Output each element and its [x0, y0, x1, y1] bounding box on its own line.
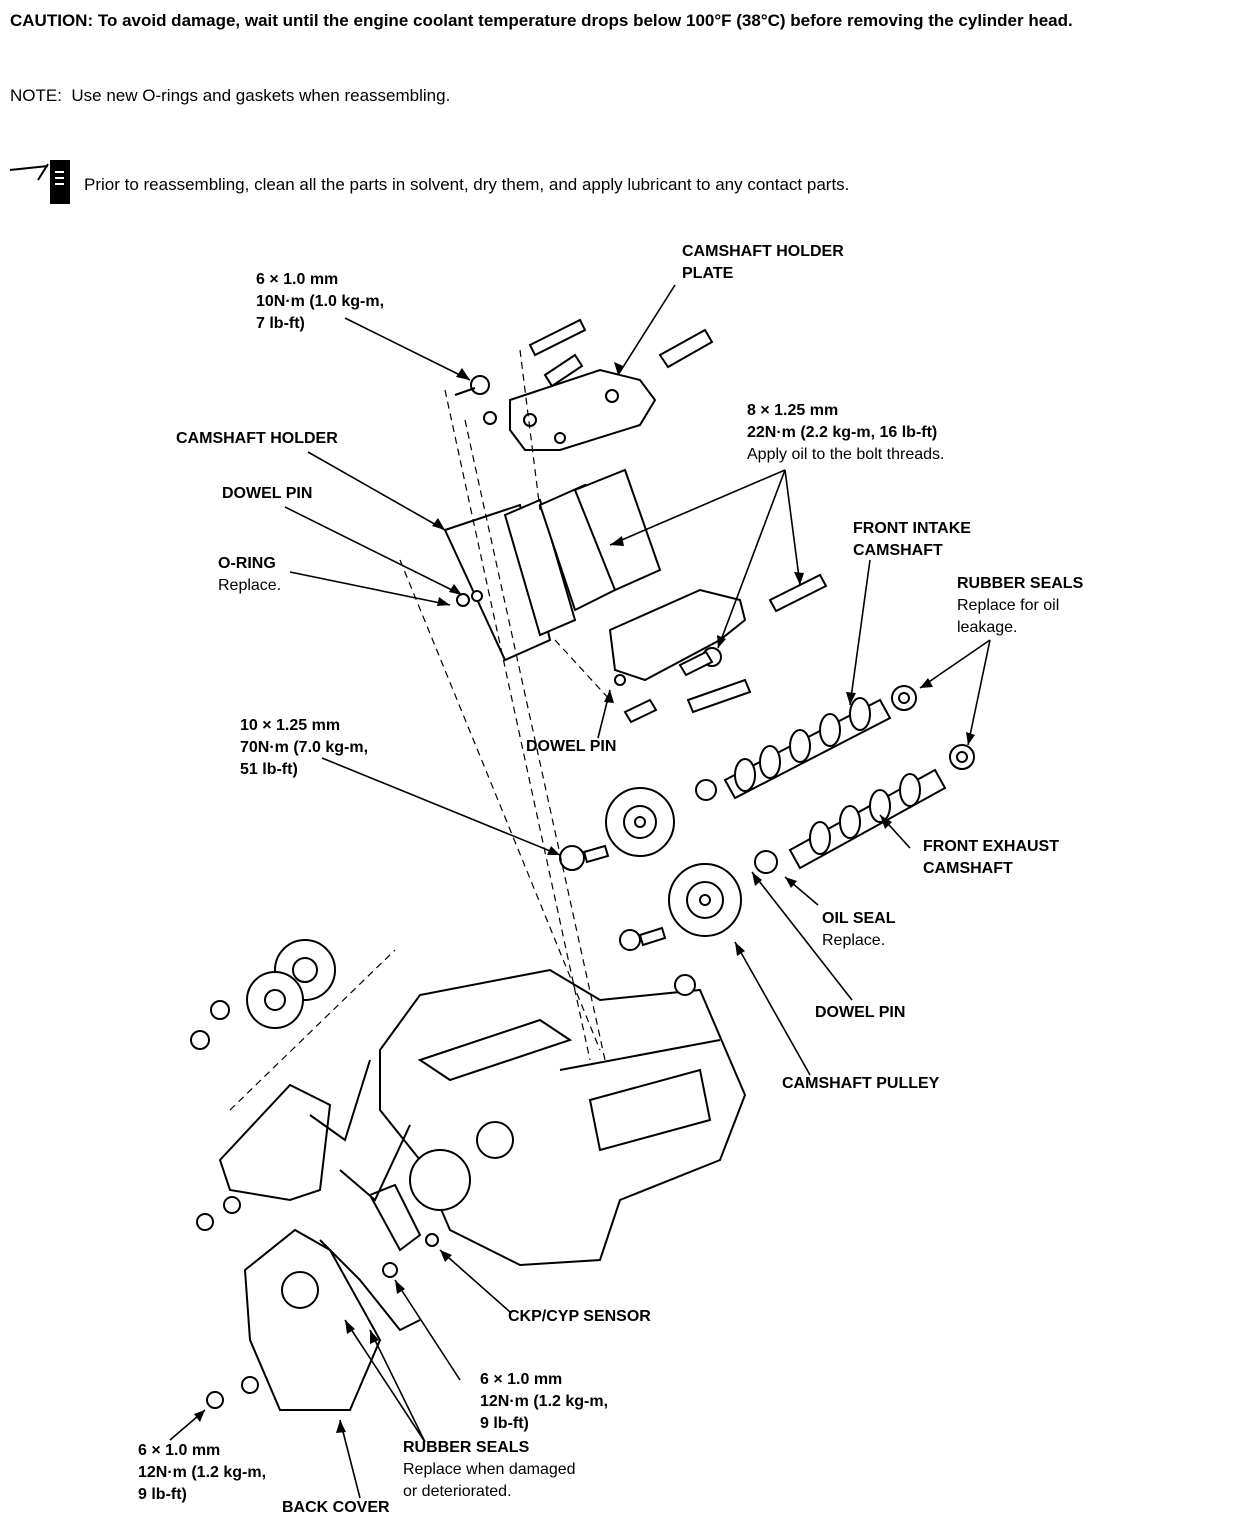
callout-bolt-10mm: 10 × 1.25 mm 70N·m (7.0 kg-m, 51 lb-ft) — [240, 717, 369, 778]
note-label: NOTE: — [10, 86, 62, 105]
note-text: NOTE: Use new O-rings and gaskets when r… — [10, 85, 450, 107]
back-cover — [206, 1228, 439, 1411]
callout-front-intake-camshaft: FRONT INTAKE CAMSHAFT — [853, 520, 971, 559]
callout-dowel-pin-3: DOWEL PIN — [815, 1004, 906, 1021]
callout-oil-seal: OIL SEAL Replace. — [822, 910, 896, 949]
callout-rubber-seals-bottom: RUBBER SEALS Replace when damaged or det… — [403, 1439, 576, 1500]
callout-ckp-cyp-sensor: CKP/CYP SENSOR — [508, 1308, 651, 1325]
camshaft-holder — [443, 468, 662, 662]
callout-dowel-pin-2: DOWEL PIN — [526, 738, 617, 755]
camshaft-holder-lower — [608, 573, 828, 724]
ckp-cyp-sensor — [368, 1183, 422, 1252]
caution-text: CAUTION: To avoid damage, wait until the… — [10, 8, 1238, 34]
bolts-top — [454, 318, 714, 425]
callout-bolt-top: 6 × 1.0 mm 10N·m (1.0 kg-m, 7 lb-ft) — [256, 271, 385, 332]
callout-bolt-8mm: 8 × 1.25 mm 22N·m (2.2 kg-m, 16 lb-ft) A… — [747, 402, 945, 463]
camshaft-pulleys — [559, 779, 778, 951]
alignment-lines — [229, 349, 611, 1111]
arrowheads — [194, 362, 975, 1433]
lubricant-icon — [9, 160, 70, 204]
callout-dowel-pin-1: DOWEL PIN — [222, 485, 313, 502]
front-exhaust-camshaft — [788, 744, 975, 870]
callout-bolt-6mm-right: 6 × 1.0 mm 12N·m (1.2 kg-m, 9 lb-ft) — [480, 1371, 609, 1432]
engine-block — [379, 968, 747, 1267]
caution-body: To avoid damage, wait until the engine c… — [93, 11, 1073, 30]
upper-back-cover — [196, 1083, 332, 1231]
callout-rubber-seals-top: RUBBER SEALS Replace for oil leakage. — [957, 575, 1084, 636]
callout-camshaft-pulley: CAMSHAFT PULLEY — [782, 1075, 940, 1092]
note-body: Use new O-rings and gaskets when reassem… — [61, 86, 451, 105]
lubricant-instruction: Prior to reassembling, clean all the par… — [84, 175, 850, 194]
callout-bolt-6mm-left: 6 × 1.0 mm 12N·m (1.2 kg-m, 9 lb-ft) — [138, 1442, 267, 1503]
rear-camshaft-pulleys — [190, 939, 336, 1050]
callout-o-ring: O-RING Replace. — [218, 555, 282, 594]
callout-camshaft-holder-plate: CAMSHAFT HOLDER PLATE — [682, 243, 844, 282]
camshaft-holder-plate — [509, 368, 657, 451]
front-intake-camshaft — [723, 685, 917, 800]
callout-front-exhaust-camshaft: FRONT EXHAUST CAMSHAFT — [923, 838, 1059, 877]
callout-back-cover: BACK COVER — [282, 1499, 390, 1516]
callout-camshaft-holder: CAMSHAFT HOLDER — [176, 430, 338, 447]
rubber-seal-strips — [309, 1059, 421, 1332]
caution-label: CAUTION: — [10, 11, 94, 30]
